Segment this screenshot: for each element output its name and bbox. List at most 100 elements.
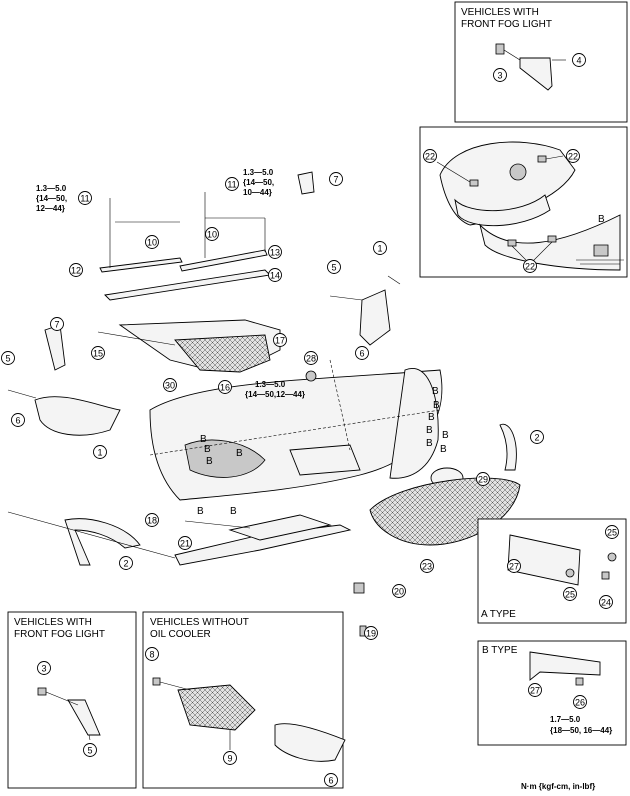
callout-22: 22 — [523, 259, 537, 273]
clip-22-c — [507, 239, 517, 247]
callout-30: 30 — [163, 378, 177, 392]
callout-18: 18 — [145, 513, 159, 527]
inset-clip-detail: B — [419, 126, 628, 278]
callout-number: 10 — [207, 230, 217, 240]
callout-1: 1 — [373, 241, 387, 255]
callout-number: 26 — [575, 698, 585, 708]
callout-number: 4 — [576, 56, 581, 66]
torque-center-1: 1.3—5.0 — [255, 380, 286, 389]
callout-number: 13 — [270, 248, 280, 258]
callout-number: 12 — [71, 266, 81, 276]
reinforcement-14 — [104, 269, 271, 301]
air-guide-17 — [174, 334, 271, 373]
callout-27: 27 — [507, 559, 521, 573]
blank-cover-9 — [177, 684, 256, 731]
callout-1: 1 — [93, 445, 107, 459]
fog-cover-2-left — [64, 518, 141, 566]
callout-number: 15 — [93, 349, 103, 359]
callout-25: 25 — [605, 525, 619, 539]
callout-2: 2 — [119, 556, 133, 570]
callout-6: 6 — [355, 346, 369, 360]
b-mark: B — [442, 430, 449, 441]
torque-specs: 1.3—5.0 {14—50, 12—44} 1.3—5.0 {14—50, 1… — [36, 168, 595, 791]
callout-number: 9 — [227, 754, 232, 764]
callout-number: 23 — [422, 562, 432, 572]
bracket-7-right — [297, 171, 315, 195]
callout-number: 11 — [227, 180, 236, 190]
b-mark: B — [200, 434, 207, 445]
bracket-6-right — [359, 289, 391, 346]
callout-17: 17 — [273, 333, 287, 347]
inset-bl-title-1: VEHICLES WITH — [14, 617, 92, 628]
torque-um-3: 10—44} — [243, 188, 272, 197]
callout-number: 30 — [165, 381, 175, 391]
callout-number: 2 — [123, 559, 128, 569]
b-mark: B — [432, 386, 439, 397]
callout-13: 13 — [268, 245, 282, 259]
lower-parts — [7, 511, 367, 637]
callout-12: 12 — [69, 263, 83, 277]
torque-b-type-2: {18—50, 16—44} — [550, 726, 612, 735]
screw-8 — [152, 677, 161, 686]
clip-22-b — [537, 155, 547, 163]
callout-6: 6 — [324, 773, 338, 787]
callout-22: 22 — [566, 149, 580, 163]
callout-26: 26 — [573, 695, 587, 709]
detail-b-label: B — [598, 214, 605, 225]
callout-22: 22 — [423, 149, 437, 163]
callout-9: 9 — [223, 751, 237, 765]
callout-number: 6 — [328, 776, 333, 786]
callout-number: 21 — [180, 539, 190, 549]
torque-ul-3: 12—44} — [36, 204, 65, 213]
bracket-6-bottom — [274, 723, 346, 762]
callout-3: 3 — [493, 68, 507, 82]
b-mark: B — [426, 438, 433, 449]
b-type-label: B TYPE — [482, 645, 518, 656]
callout-20: 20 — [392, 584, 406, 598]
inset-top-title-1: VEHICLES WITH — [461, 7, 539, 18]
callout-10: 10 — [145, 235, 159, 249]
callout-24: 24 — [599, 595, 613, 609]
fog-opening-left — [184, 439, 266, 478]
callout-number: 10 — [147, 238, 157, 248]
callout-15: 15 — [91, 346, 105, 360]
callout-4: 4 — [572, 53, 586, 67]
b-mark: B — [230, 506, 237, 517]
callout-11: 11 — [225, 177, 239, 191]
callout-27: 27 — [528, 683, 542, 697]
housing-lower-rim — [454, 194, 551, 227]
callout-23: 23 — [420, 559, 434, 573]
bracket-6-left — [34, 396, 121, 436]
callout-layer: 1122334555666778910101111121314151617181… — [1, 53, 619, 787]
b-mark: B — [440, 444, 447, 455]
b-mark: B — [428, 412, 435, 423]
callout-29: 29 — [476, 472, 490, 486]
callout-5: 5 — [1, 351, 15, 365]
fog-cover-2-right — [499, 423, 517, 471]
callout-10: 10 — [205, 227, 219, 241]
upper-rail-group — [99, 192, 271, 301]
callout-number: 1 — [97, 448, 102, 458]
inset-bm-title-1: VEHICLES WITHOUT — [150, 617, 249, 628]
callout-3: 3 — [37, 661, 51, 675]
callout-number: 17 — [275, 336, 285, 346]
torque-um-2: {14—50, — [243, 178, 274, 187]
callout-number: 22 — [425, 152, 435, 162]
fog-light-housing — [439, 141, 576, 226]
callout-number: 25 — [607, 528, 617, 538]
torque-ul-1: 1.3—5.0 — [36, 184, 67, 193]
front-bumper-fascia — [149, 359, 443, 501]
side-brackets — [7, 171, 401, 436]
callout-7: 7 — [50, 317, 64, 331]
clip-22-a — [469, 179, 479, 187]
callout-number: 24 — [601, 598, 611, 608]
callout-number: 25 — [565, 590, 575, 600]
callout-number: 27 — [509, 562, 519, 572]
callout-6: 6 — [11, 413, 25, 427]
callout-5: 5 — [83, 743, 97, 757]
fog-bracket-5-bottom — [67, 699, 101, 736]
screw-3-bottom — [37, 687, 47, 696]
clip-b-head — [593, 244, 609, 257]
